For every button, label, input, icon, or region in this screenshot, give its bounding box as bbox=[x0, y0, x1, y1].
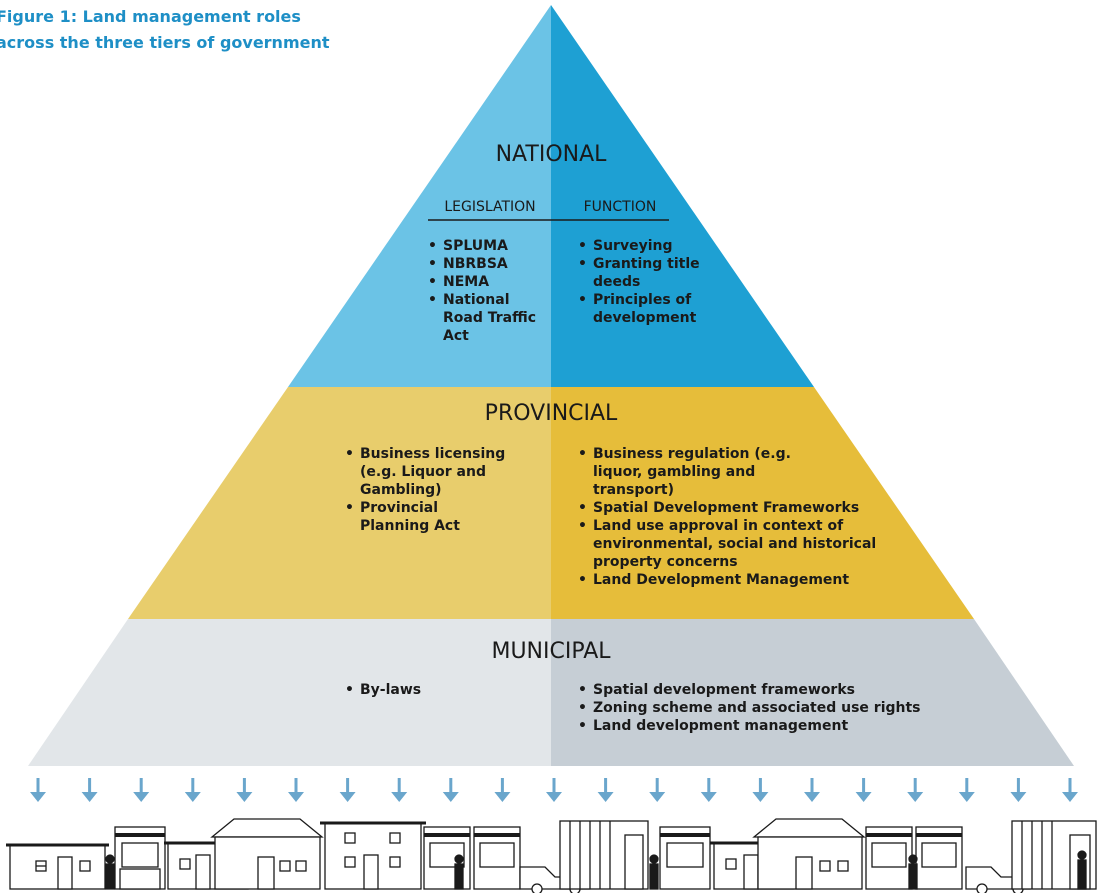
list-item: Principles of development bbox=[578, 291, 708, 327]
national-tier-label: NATIONAL bbox=[495, 142, 607, 167]
list-item: Land use approval in context of environm… bbox=[578, 517, 878, 571]
national-tier-right bbox=[551, 5, 814, 387]
figure-title-line-2: across the three tiers of government bbox=[0, 33, 330, 52]
settlement-illustration bbox=[6, 818, 1097, 893]
down-arrow-icon bbox=[494, 778, 511, 802]
list-item: Granting title deeds bbox=[578, 255, 708, 291]
list-item: NBRBSA bbox=[428, 255, 548, 273]
down-arrow-icon bbox=[752, 778, 769, 802]
down-arrow-icon bbox=[546, 778, 562, 802]
down-arrow-icon bbox=[804, 778, 820, 802]
down-arrow-icon bbox=[81, 778, 98, 802]
market-stall-icon bbox=[423, 826, 521, 890]
provincial-tier-label: PROVINCIAL bbox=[484, 401, 618, 426]
down-arrow-icon bbox=[1010, 778, 1027, 802]
down-arrow-icon bbox=[700, 778, 717, 802]
down-arrow-icon bbox=[442, 778, 459, 802]
list-item: NEMA bbox=[428, 273, 548, 291]
provincial-legislation-list: Business licensing (e.g. Liquor and Gamb… bbox=[345, 445, 540, 535]
house-icon bbox=[752, 818, 866, 890]
list-item: SPLUMA bbox=[428, 237, 548, 255]
down-arrow-icon bbox=[30, 778, 46, 802]
down-arrow-icon bbox=[649, 778, 666, 802]
down-arrow-icon bbox=[339, 778, 356, 802]
down-arrow-icon bbox=[597, 778, 614, 802]
building-icon bbox=[320, 821, 426, 890]
down-arrow-icon bbox=[907, 778, 924, 802]
market-stall-icon bbox=[649, 826, 711, 890]
municipal-legislation-list: By-laws bbox=[345, 681, 525, 699]
list-item: Spatial Development Frameworks bbox=[578, 499, 878, 517]
down-arrow-icon bbox=[855, 778, 872, 802]
list-item: Business licensing (e.g. Liquor and Gamb… bbox=[345, 445, 540, 499]
municipal-tier-label: MUNICIPAL bbox=[491, 639, 611, 664]
national-legislation-list: SPLUMA NBRBSA NEMA National Road Traffic… bbox=[428, 237, 548, 345]
down-arrow-icon bbox=[1062, 778, 1078, 802]
down-arrow-icon bbox=[236, 778, 253, 802]
down-arrow-icon bbox=[184, 778, 201, 802]
list-item: Business regulation (e.g. liquor, gambli… bbox=[578, 445, 878, 499]
list-item: Spatial development frameworks bbox=[578, 681, 948, 699]
list-item: National Road Traffic Act bbox=[428, 291, 548, 345]
down-arrow-icon bbox=[958, 778, 975, 802]
list-item: By-laws bbox=[345, 681, 525, 699]
market-stall-icon bbox=[105, 826, 166, 890]
down-arrows-row bbox=[30, 778, 1078, 802]
down-arrow-icon bbox=[391, 778, 408, 802]
function-heading: FUNCTION bbox=[583, 199, 657, 215]
container-icon bbox=[559, 820, 649, 890]
figure-title: Figure 1: Land management roles across t… bbox=[0, 4, 366, 56]
provincial-function-list: Business regulation (e.g. liquor, gambli… bbox=[578, 445, 878, 589]
list-item: Zoning scheme and associated use rights bbox=[578, 699, 948, 717]
market-stall-icon bbox=[865, 826, 963, 890]
municipal-tier-left bbox=[28, 619, 551, 766]
container-icon bbox=[1011, 820, 1097, 890]
house-icon bbox=[210, 818, 324, 890]
list-item: Land development management bbox=[578, 717, 948, 735]
list-item: Provincial Planning Act bbox=[345, 499, 540, 535]
down-arrow-icon bbox=[133, 778, 150, 802]
list-item: Surveying bbox=[578, 237, 708, 255]
down-arrow-icon bbox=[288, 778, 304, 802]
municipal-function-list: Spatial development frameworks Zoning sc… bbox=[578, 681, 948, 735]
legislation-heading: LEGISLATION bbox=[444, 199, 536, 215]
figure-title-line-1: Figure 1: Land management roles bbox=[0, 7, 301, 26]
national-function-list: Surveying Granting title deeds Principle… bbox=[578, 237, 708, 327]
list-item: Land Development Management bbox=[578, 571, 878, 589]
shack-icon bbox=[6, 843, 109, 890]
